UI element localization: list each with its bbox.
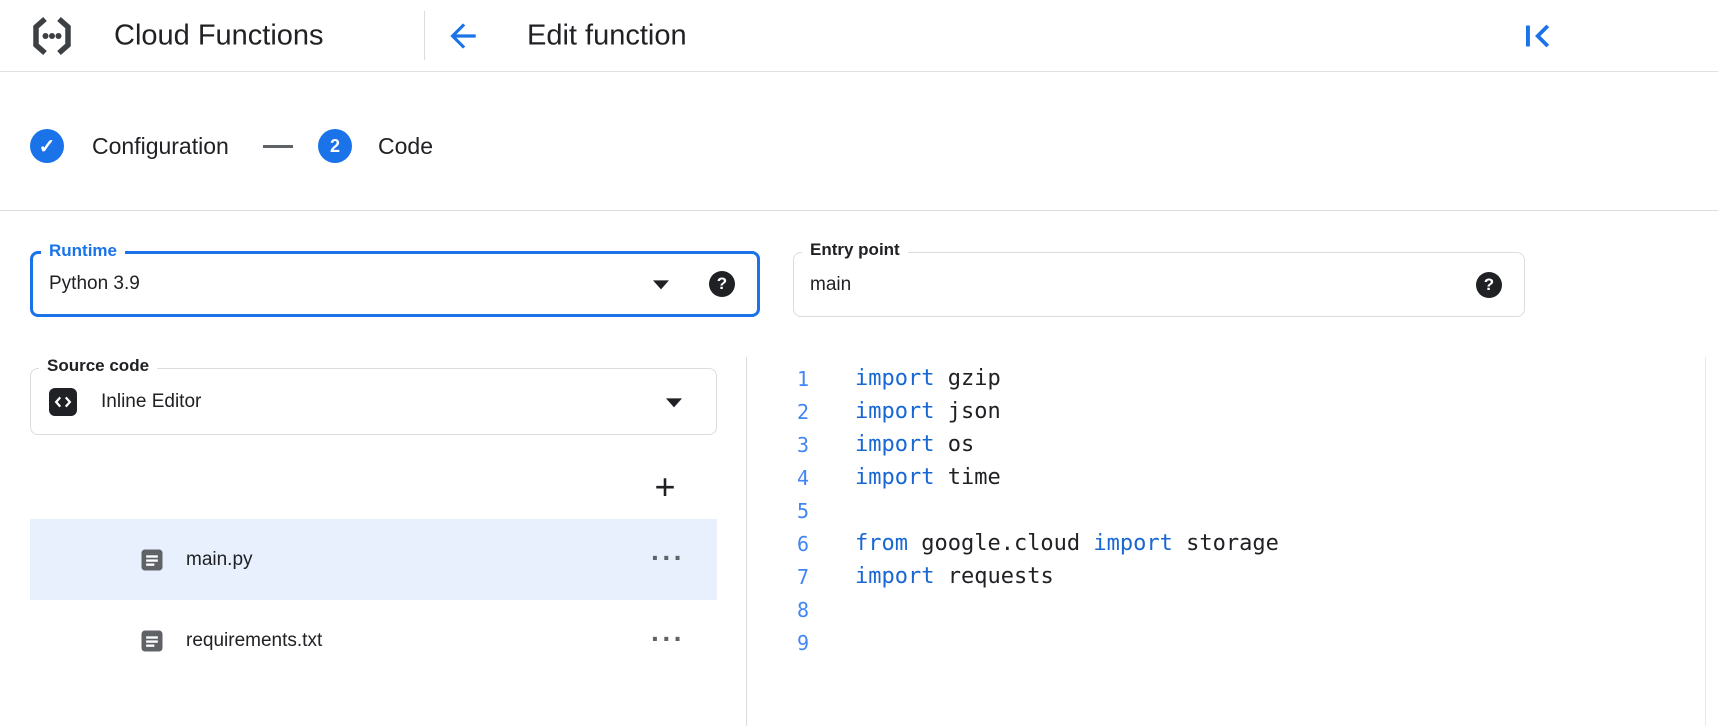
file-row[interactable]: requirements.txt ··· (30, 600, 717, 681)
collapse-panel-button[interactable] (1520, 18, 1556, 54)
file-name: requirements.txt (186, 629, 323, 651)
line-number: 4 (796, 465, 809, 490)
line-number: 6 (796, 531, 809, 556)
code-lines: 1 import gzip 2 import json 3 import os 4 impor… (747, 362, 1705, 659)
line-content: import requests (855, 564, 1054, 589)
code-line[interactable]: 1 import gzip (747, 362, 1705, 395)
arrow-back-icon (450, 23, 476, 49)
code-line[interactable]: 7 import requests (747, 560, 1705, 593)
product-title: Cloud Functions (114, 19, 324, 51)
source-code-select[interactable]: Source code Inline Editor (30, 356, 717, 435)
line-content: import gzip (855, 366, 1001, 391)
code-line[interactable]: 5 (747, 494, 1705, 527)
file-row[interactable]: main.py ··· (30, 519, 717, 600)
code-line[interactable]: 3 import os (747, 428, 1705, 461)
code-line[interactable]: 2 import json (747, 395, 1705, 428)
line-content: import os (855, 432, 975, 457)
runtime-help-button[interactable]: ? (709, 271, 735, 297)
code-line[interactable]: 4 import time (747, 461, 1705, 494)
file-list: main.py ··· requirements.txt ··· (30, 519, 717, 681)
file-name: main.py (186, 548, 253, 570)
code-line[interactable]: 8 (747, 593, 1705, 626)
code-line[interactable]: 6 from google.cloud import storage (747, 527, 1705, 560)
app-header: Cloud Functions Edit function (0, 0, 1718, 72)
line-number: 2 (796, 399, 809, 424)
entry-point-label: Entry point (802, 240, 908, 260)
code-line[interactable]: 9 (747, 626, 1705, 659)
entry-point-value: main (810, 273, 852, 295)
runtime-value: Python 3.9 (49, 273, 140, 294)
source-code-value: Inline Editor (101, 390, 202, 412)
step-number-badge: 2 (318, 129, 352, 163)
chevron-down-icon[interactable] (666, 397, 682, 407)
file-icon (138, 627, 166, 655)
source-code-label: Source code (39, 356, 158, 376)
step-complete-check-icon: ✓ (30, 129, 64, 163)
back-button[interactable] (444, 17, 482, 55)
line-content: from google.cloud import storage (855, 531, 1279, 556)
header-divider (424, 11, 425, 60)
editor-scrollbar[interactable] (1705, 357, 1718, 726)
line-number: 8 (796, 597, 809, 622)
file-icon (138, 546, 166, 574)
file-more-button[interactable]: ··· (651, 541, 685, 573)
entry-point-help-button[interactable]: ? (1476, 271, 1502, 298)
collapse-panel-icon (1526, 24, 1550, 48)
runtime-label: Runtime (41, 241, 125, 261)
line-number: 1 (796, 366, 809, 391)
page-title: Edit function (527, 19, 687, 51)
file-more-button[interactable]: ··· (651, 622, 685, 654)
runtime-select[interactable]: Runtime Python 3.9 ? (30, 241, 760, 317)
step-connector (263, 145, 293, 148)
line-number: 3 (796, 432, 809, 457)
inline-editor-icon (49, 387, 77, 416)
line-content: import json (855, 399, 1001, 424)
line-content: import time (855, 465, 1001, 490)
line-number: 9 (796, 630, 809, 655)
step-code-label: Code (378, 133, 433, 159)
line-number: 5 (796, 498, 809, 523)
code-editor[interactable]: 1 import gzip 2 import json 3 import os 4 impor… (746, 357, 1705, 726)
step-configuration-label: Configuration (92, 133, 229, 159)
entry-point-field[interactable]: Entry point main ? (793, 240, 1525, 317)
line-number: 7 (796, 564, 809, 589)
add-file-button[interactable]: + (654, 466, 676, 507)
cloud-functions-logo-icon (28, 12, 76, 60)
chevron-down-icon[interactable] (653, 280, 669, 290)
section-divider (0, 210, 1718, 211)
